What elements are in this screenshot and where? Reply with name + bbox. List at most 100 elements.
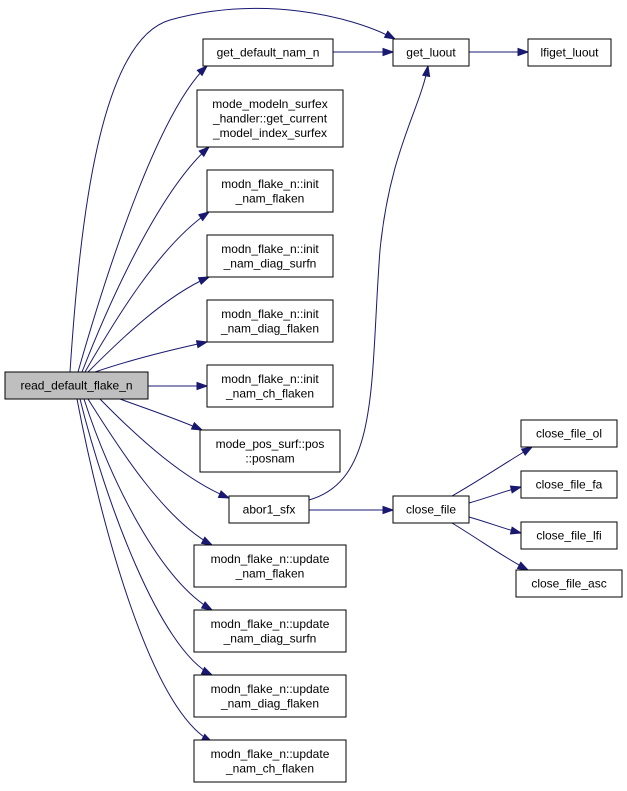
node-box <box>520 521 618 550</box>
edge-line <box>81 146 210 373</box>
node-close-file[interactable]: close_file <box>392 495 470 524</box>
edge-line <box>99 398 230 499</box>
node-box <box>206 234 334 278</box>
arrowhead-icon <box>382 505 395 515</box>
arrowhead-icon <box>196 381 209 391</box>
edge-root-to-update_nam_diag_flaken <box>79 398 214 676</box>
edge-root-to-init_nam_diag_flaken <box>94 340 209 373</box>
node-label: get_default_nam_n <box>217 46 320 60</box>
node-close-file-fa[interactable]: close_file_fa <box>520 470 618 499</box>
edge-line <box>77 65 208 373</box>
edge-root-to-update_nam_diag_surfn <box>83 398 214 611</box>
node-box <box>4 371 149 400</box>
node-label: _nam_ch_flaken <box>225 761 314 775</box>
node-close-file-lfi[interactable]: close_file_lfi <box>520 521 618 550</box>
node-box <box>206 299 334 343</box>
edge-line <box>451 446 533 497</box>
edge-root-to-get_luout <box>69 7 397 373</box>
node-close-file-ol[interactable]: close_file_ol <box>520 419 618 448</box>
node-get-luout[interactable]: get_luout <box>392 38 470 67</box>
node-abor1-sfx[interactable]: abor1_sfx <box>228 495 310 524</box>
arrowhead-icon <box>200 666 214 676</box>
edge-abor1_sfx-to-get_luout <box>308 64 431 501</box>
node-box <box>193 609 347 653</box>
edge-close_file-to-close_file_ol <box>451 446 534 497</box>
node-box <box>228 495 310 524</box>
node-update-nam-flaken[interactable]: modn_flake_n::update_nam_flaken <box>193 544 347 588</box>
node-label: _nam_flaken <box>235 566 305 580</box>
node-label: _nam_diag_flaken <box>220 321 319 335</box>
node-init-nam-ch-flaken[interactable]: modn_flake_n::init_nam_ch_flaken <box>206 364 334 408</box>
node-label: close_file_fa <box>536 478 603 492</box>
node-init-nam-diag-surfn[interactable]: modn_flake_n::init_nam_diag_surfn <box>206 234 334 278</box>
node-label: close_file_asc <box>531 577 606 591</box>
node-init-nam-flaken[interactable]: modn_flake_n::init_nam_flaken <box>206 169 334 213</box>
edge-line <box>308 65 429 501</box>
edge-root-to-update_nam_flaken <box>87 398 214 546</box>
arrowhead-icon <box>382 47 395 57</box>
node-box <box>392 495 470 524</box>
edge-get_luout-to-lfiget_luout <box>469 47 530 57</box>
arrowhead-icon <box>200 601 214 611</box>
node-label: mode_modeln_surfex <box>212 97 327 111</box>
arrowhead-icon <box>197 211 211 222</box>
edge-get_default_nam_n-to-get_luout <box>333 47 395 57</box>
arrowhead-icon <box>509 526 523 535</box>
node-box <box>196 89 344 148</box>
node-box <box>202 38 334 67</box>
node-box <box>193 674 347 718</box>
node-root[interactable]: read_default_flake_n <box>4 371 149 400</box>
edge-line <box>87 276 210 373</box>
edge-root-to-init_nam_flaken <box>84 211 211 373</box>
edge-root-to-update_nam_ch_flaken <box>76 398 214 743</box>
node-init-nam-diag-flaken[interactable]: modn_flake_n::init_nam_diag_flaken <box>206 299 334 343</box>
arrowhead-icon <box>509 485 523 494</box>
node-close-file-asc[interactable]: close_file_asc <box>515 569 623 598</box>
arrowhead-icon <box>516 561 530 571</box>
edge-abor1_sfx-to-close_file <box>309 505 395 515</box>
edge-close_file-to-close_file_lfi <box>468 516 523 535</box>
edge-line <box>119 398 203 431</box>
node-label: modn_flake_n::init <box>221 242 319 256</box>
node-box <box>206 169 334 213</box>
node-label: close_file <box>406 503 456 517</box>
node-lfiget-luout[interactable]: lfiget_luout <box>527 38 612 67</box>
node-update-nam-ch-flaken[interactable]: modn_flake_n::update_nam_ch_flaken <box>193 739 347 783</box>
edge-line <box>87 398 213 546</box>
node-label: modn_flake_n::update <box>211 682 330 696</box>
node-label: _nam_diag_surfn <box>223 631 317 645</box>
node-label: abor1_sfx <box>243 503 296 517</box>
edge-line <box>76 398 213 743</box>
edge-line <box>94 341 208 373</box>
node-box <box>193 739 347 783</box>
arrowhead-icon <box>190 421 204 431</box>
node-label: modn_flake_n::init <box>221 177 319 191</box>
node-label: modn_flake_n::update <box>211 617 330 631</box>
node-mode-modeln[interactable]: mode_modeln_surfex_handler::get_current_… <box>196 89 344 148</box>
arrowhead-icon <box>421 64 431 78</box>
node-label: _nam_diag_flaken <box>220 696 319 710</box>
arrowhead-icon <box>520 446 534 456</box>
node-update-nam-diag-flaken[interactable]: modn_flake_n::update_nam_diag_flaken <box>193 674 347 718</box>
node-label: modn_flake_n::init <box>221 307 319 321</box>
node-get-default-nam-n[interactable]: get_default_nam_n <box>202 38 334 67</box>
nodes-layer: read_default_flake_n get_default_nam_n get… <box>4 38 623 783</box>
edge-close_file-to-close_file_asc <box>451 522 530 571</box>
edge-line <box>83 398 213 611</box>
edge-root-to-init_nam_diag_surfn <box>87 276 211 373</box>
node-label: _nam_flaken <box>235 191 305 205</box>
node-box <box>527 38 612 67</box>
node-label: mode_pos_surf::pos <box>216 437 325 451</box>
node-label: close_file_ol <box>536 427 602 441</box>
node-label: modn_flake_n::update <box>211 747 330 761</box>
node-update-nam-diag-surfn[interactable]: modn_flake_n::update_nam_diag_surfn <box>193 609 347 653</box>
node-box <box>515 569 623 598</box>
node-box <box>392 38 470 67</box>
arrowhead-icon <box>197 276 211 286</box>
arrowhead-icon <box>383 30 397 40</box>
node-label: ::posnam <box>245 451 294 465</box>
node-label: _model_index_surfex <box>212 126 327 140</box>
node-posnam[interactable]: mode_pos_surf::pos::posnam <box>199 429 341 473</box>
node-box <box>206 364 334 408</box>
